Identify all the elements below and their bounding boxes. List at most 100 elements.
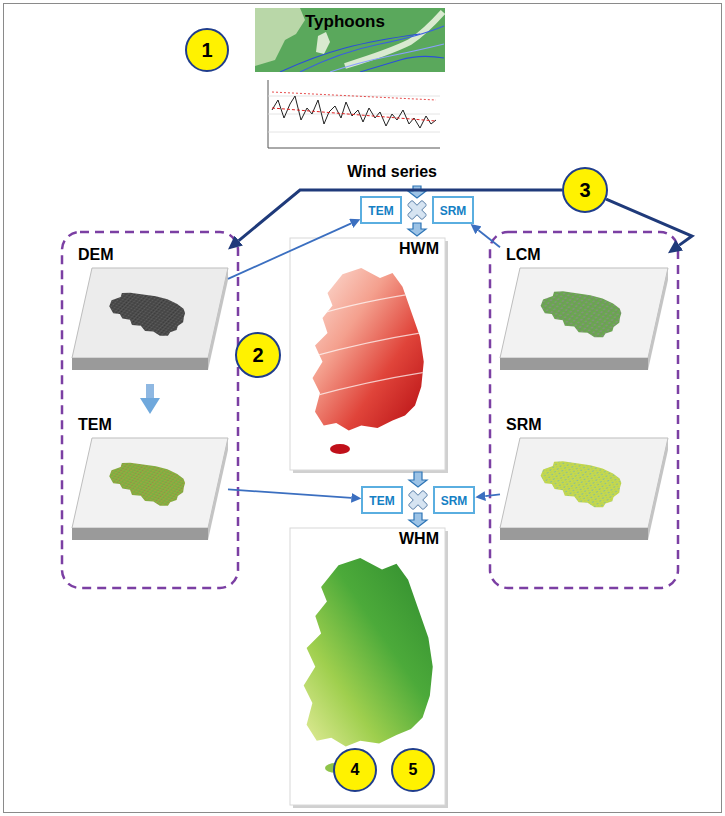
dem-slab-part	[72, 358, 208, 370]
typhoon-map-part	[316, 32, 330, 54]
multiply-symbol-part	[408, 201, 426, 219]
wind-series-chart-part	[255, 72, 445, 184]
typhoon-map	[255, 8, 445, 72]
multiply-symbol-part	[408, 201, 426, 219]
group-bracket	[62, 232, 238, 588]
lcm-slab-part	[500, 358, 648, 370]
flow-block-arrow-part	[408, 186, 426, 198]
wind-series-chart-part	[272, 108, 436, 121]
map-panel: LCM	[500, 244, 668, 384]
tem-slab-part	[208, 438, 228, 540]
tem-slab-part	[72, 438, 228, 528]
multiply-symbol-part	[409, 491, 427, 509]
multiply-symbol-part	[408, 201, 426, 219]
multiply-symbol-part	[409, 491, 427, 509]
hwm-map-part-part	[300, 290, 440, 320]
srm-slab	[500, 438, 668, 540]
callout-arrow	[239, 190, 562, 241]
panel-label: HWM	[399, 240, 439, 258]
lcm-slab-part	[648, 268, 668, 370]
wind-series-chart-part	[272, 96, 436, 128]
hwm-map-part	[300, 290, 440, 400]
map-panel: SRM	[500, 414, 668, 554]
group-bracket	[490, 232, 678, 588]
dem-slab-part	[99, 284, 197, 339]
whm-map-part	[304, 558, 433, 747]
hwm-map-part	[330, 444, 350, 454]
wind-series-chart-part	[272, 92, 436, 100]
input-arrow	[228, 489, 351, 498]
dem-slab-part	[72, 268, 228, 358]
callout-number: 2	[252, 345, 263, 365]
callout-number: 3	[579, 180, 590, 200]
flow-block-arrow	[408, 186, 427, 527]
wind-series-chart-part	[268, 132, 440, 133]
lcm-slab-part	[529, 282, 633, 341]
map-panel: Typhoons	[255, 8, 445, 72]
frame	[4, 4, 722, 813]
panel-label: LCM	[506, 246, 541, 264]
map-panel: HWM	[290, 238, 445, 470]
hwm-map	[290, 238, 448, 473]
multiply-symbol-part	[409, 491, 427, 509]
operand-box: SRM	[432, 196, 475, 224]
map-panel: DEM	[72, 244, 228, 384]
panel-label: WHM	[399, 530, 439, 548]
dem-slab-part	[208, 268, 228, 370]
wind-series-chart-part	[268, 96, 440, 97]
callout-circle: 3	[562, 167, 608, 213]
tem-slab	[72, 438, 228, 540]
hwm-map-part	[290, 238, 445, 470]
callout-circle: 4	[333, 748, 377, 792]
whm-map	[290, 528, 448, 808]
srm-slab-part	[500, 438, 668, 528]
hwm-map-part-part	[300, 370, 440, 400]
operand-label: TEM	[369, 494, 394, 508]
callout-number: 4	[351, 762, 360, 778]
flow-block-arrow-part	[409, 513, 427, 527]
input-arrow	[485, 494, 500, 496]
flow-block-arrow-part	[408, 223, 426, 236]
operand-box: SRM	[433, 486, 476, 514]
callout-circle: 5	[391, 748, 435, 792]
input-arrow	[228, 223, 351, 278]
lcm-slab-part	[500, 268, 668, 358]
typhoon-map-part	[300, 26, 444, 72]
tem-slab-part	[72, 528, 208, 540]
typhoon-map-part	[255, 8, 305, 66]
wind-series-chart-part	[268, 148, 440, 149]
multiply-symbol-part	[408, 201, 426, 219]
callout-circle: 1	[185, 28, 229, 72]
srm-slab-part	[529, 452, 633, 511]
panel-label: Wind series	[347, 163, 437, 181]
typhoon-map-part	[330, 44, 444, 72]
srm-slab-part	[500, 528, 648, 540]
operand-box: TEM	[360, 196, 401, 224]
multiply-symbol-part	[409, 491, 427, 509]
typhoon-map-part	[255, 8, 445, 72]
operand-box: TEM	[361, 486, 402, 514]
callout-circle: 2	[235, 332, 281, 378]
map-panel: Wind series	[255, 72, 445, 184]
dem-slab	[72, 268, 228, 370]
lcm-slab	[500, 268, 668, 370]
map-panel: TEM	[72, 414, 228, 554]
panel-label: TEM	[78, 416, 112, 434]
operand-label: SRM	[441, 494, 468, 508]
operand-label: TEM	[368, 204, 393, 218]
flow-block-arrow-part	[409, 472, 427, 487]
wind-series-chart	[255, 72, 445, 184]
map-panel: WHM 4 5	[290, 528, 445, 805]
callout-number: 1	[201, 40, 212, 60]
callout-number: 5	[409, 762, 418, 778]
operand-label: SRM	[440, 204, 467, 218]
callout-arrow	[606, 199, 692, 245]
panel-label: DEM	[78, 246, 114, 264]
srm-slab-part	[648, 438, 668, 540]
block-arrow	[146, 384, 154, 398]
typhoon-map-part	[360, 56, 444, 72]
input-arrow	[478, 230, 500, 247]
tem-slab-part	[99, 454, 197, 509]
